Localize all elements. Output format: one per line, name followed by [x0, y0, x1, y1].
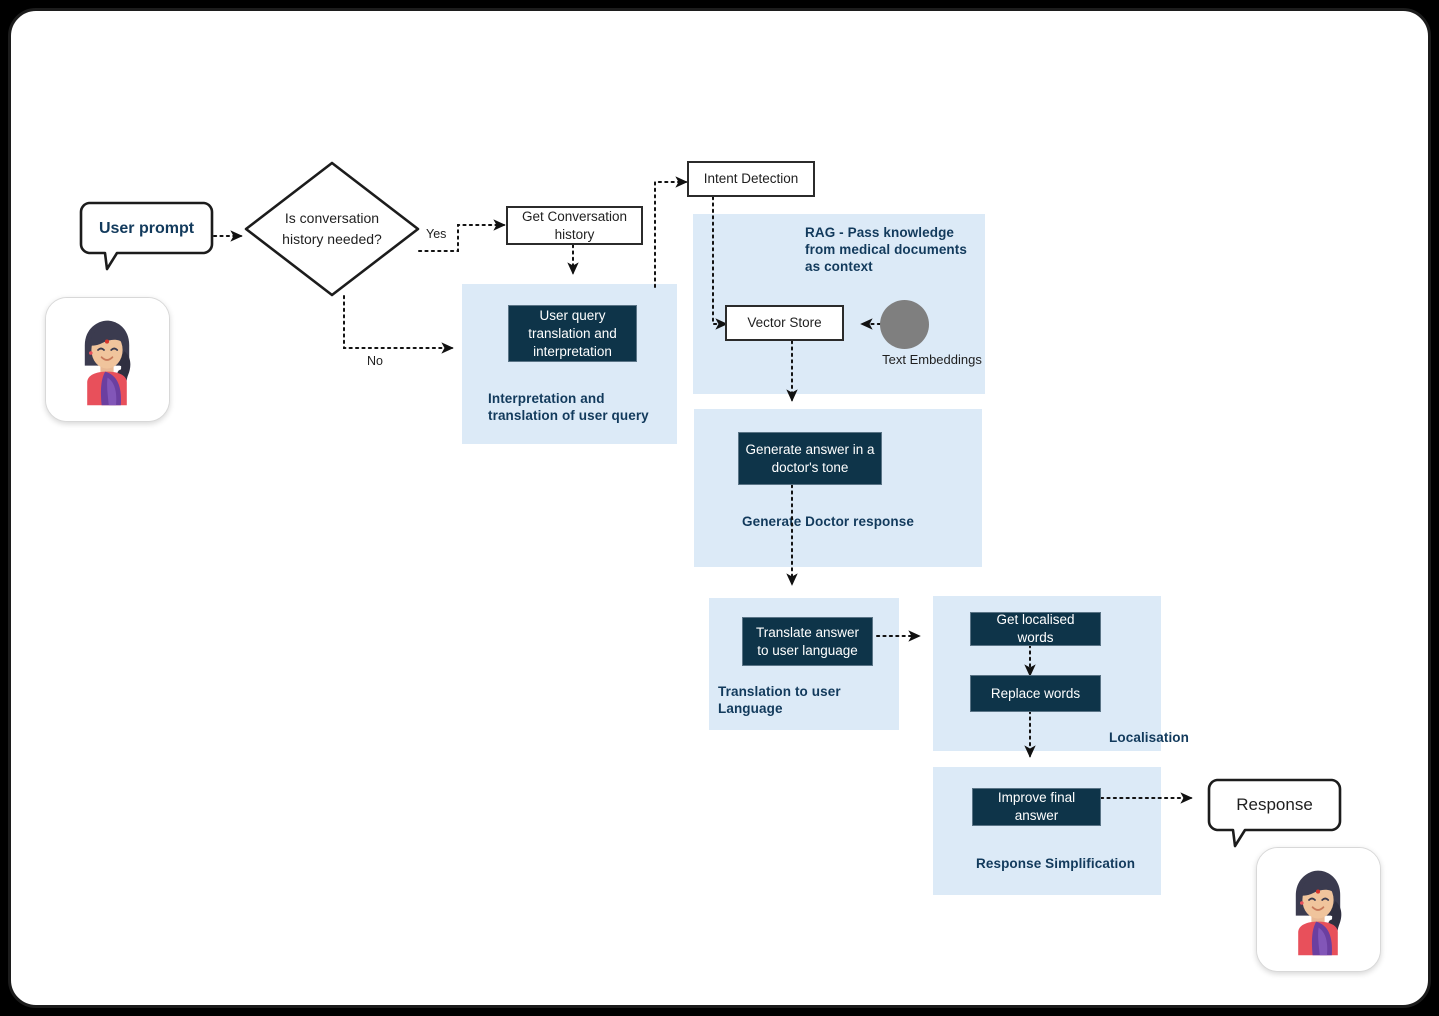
node-text-embeddings-circle[interactable]	[880, 300, 929, 349]
panel-translation-label: Translation to user Language	[718, 684, 841, 716]
user-prompt-label: User prompt	[98, 220, 195, 237]
node-generate-answer[interactable]: Generate answer in a doctor's tone	[738, 432, 882, 485]
node-get-conversation-history[interactable]: Get Conversation history	[506, 206, 643, 245]
node-get-localised-words[interactable]: Get localised words	[970, 612, 1101, 646]
panel-interpretation-label: Interpretation and translation of user q…	[488, 391, 649, 423]
node-intent-detection[interactable]: Intent Detection	[687, 161, 815, 197]
diagram-frame: Interpretation and translation of user q…	[8, 8, 1431, 1008]
panel-simplification	[933, 767, 1161, 895]
decision-yes-label: Yes	[426, 227, 447, 241]
decision-label: Is conversation history needed?	[282, 210, 382, 247]
node-improve-final-answer[interactable]: Improve final answer	[972, 788, 1101, 826]
diagram-stage: Interpretation and translation of user q…	[11, 11, 1428, 1005]
response-label: Response	[1236, 795, 1313, 814]
node-text-embeddings-label: Text Embeddings	[882, 352, 982, 367]
node-replace-words[interactable]: Replace words	[970, 675, 1101, 712]
panel-rag-label: RAG - Pass knowledge from medical docume…	[805, 225, 967, 274]
node-user-query-translation[interactable]: User query translation and interpretatio…	[508, 305, 637, 362]
user-avatar-end	[1256, 847, 1381, 972]
decision-no-label: No	[367, 354, 383, 368]
user-avatar-start	[45, 297, 170, 422]
response-bubble: Response	[1207, 778, 1342, 848]
panel-rag	[693, 214, 985, 394]
user-prompt-bubble: User prompt	[79, 201, 214, 271]
node-translate-answer[interactable]: Translate answer to user language	[742, 617, 873, 666]
panel-simplification-label: Response Simplification	[976, 856, 1136, 871]
decision-conversation-history: Is conversation history needed?	[243, 160, 421, 298]
panel-localisation-label: Localisation	[1109, 730, 1189, 745]
panel-doctor-response-label: Generate Doctor response	[742, 514, 914, 529]
node-vector-store[interactable]: Vector Store	[725, 305, 844, 341]
